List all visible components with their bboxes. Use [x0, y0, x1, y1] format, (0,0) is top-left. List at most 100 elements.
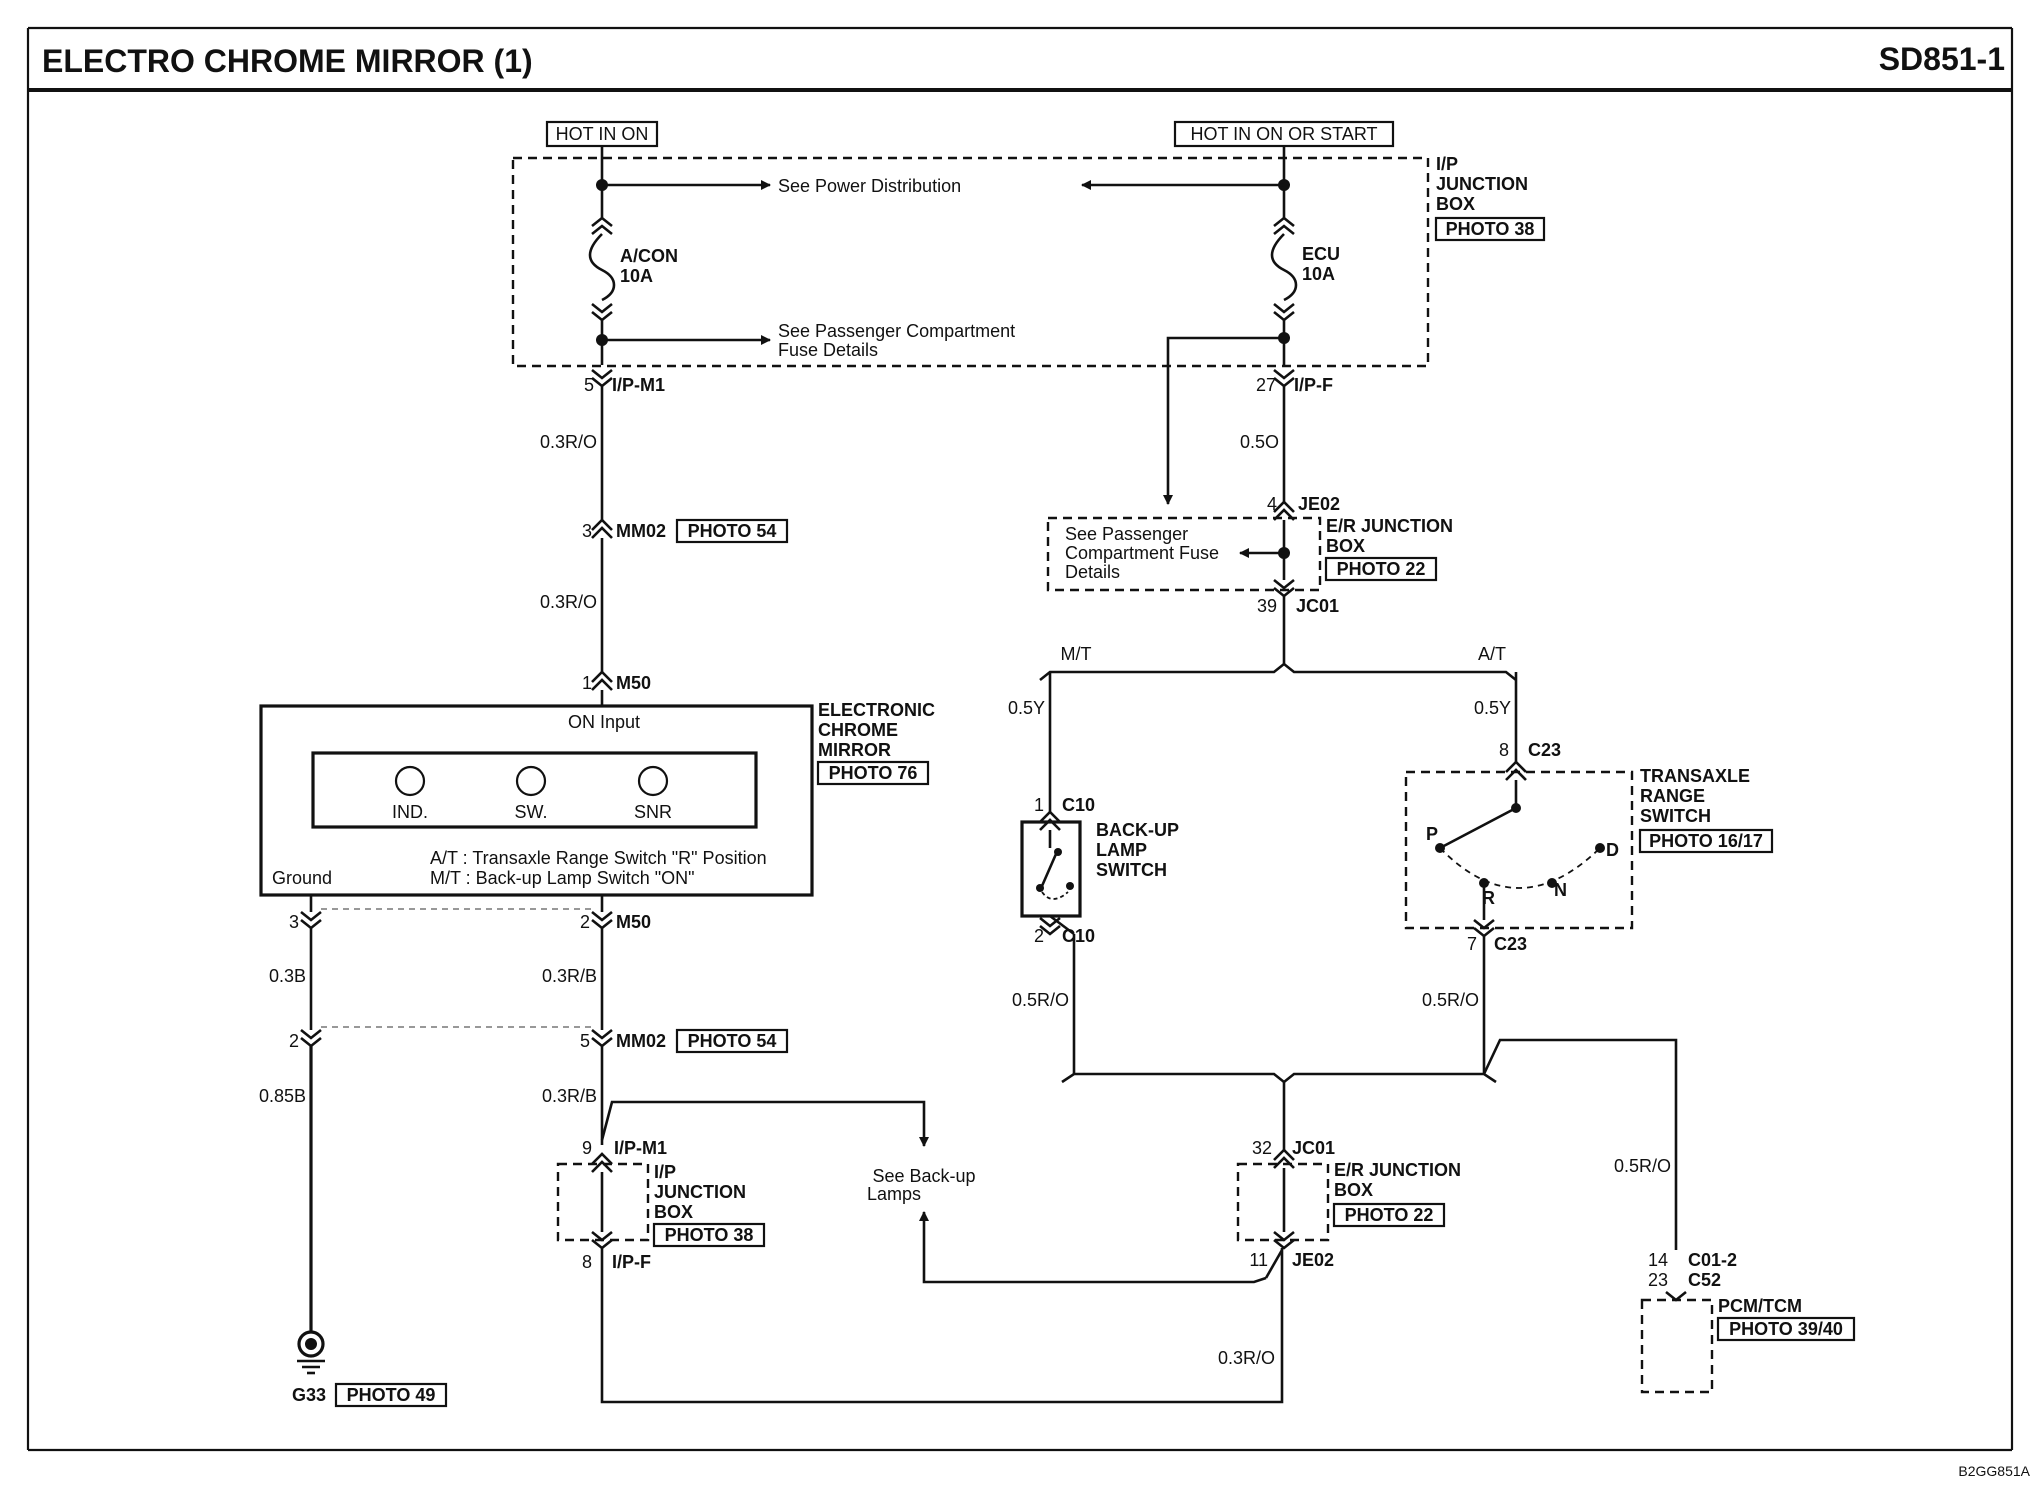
jc01-bottom-connector-name: JC01: [1292, 1138, 1335, 1158]
ipm1-top-connector-name: I/P-M1: [612, 375, 665, 395]
er-jb-top-label-1: E/R JUNCTION: [1326, 516, 1453, 536]
c23-pin7-connector: [1473, 918, 1495, 938]
ecu-fuse-symbol: [1270, 233, 1298, 302]
m50-top-connector: [591, 670, 613, 691]
ipf-bottom-pin: 8: [582, 1252, 592, 1272]
ip-jb-bottom-photo: PHOTO 38: [665, 1225, 754, 1245]
c23-pin8: 8: [1499, 740, 1509, 760]
mt-wire-jog: [1049, 914, 1075, 936]
m50-pin2-connector: [591, 910, 613, 930]
c012-connector-name: C01-2: [1688, 1250, 1737, 1270]
mm02-top-connector: [591, 518, 613, 539]
backup-switch-label-3: SWITCH: [1096, 860, 1167, 880]
er-junction-box-top: 0.5O 4 JE02 See Passenger Compartment Fu…: [1046, 386, 1453, 664]
mm02-pin5-connector: [591, 1028, 613, 1048]
er-jb-top-photo: PHOTO 22: [1337, 559, 1426, 579]
sw-indicator-icon: [515, 765, 547, 797]
mm02-pin5: 5: [580, 1031, 590, 1051]
backup-switch-label-1: BACK-UP: [1096, 820, 1179, 840]
backup-lamps-line2: Lamps: [867, 1184, 921, 1204]
er-jb-top-label-2: BOX: [1326, 536, 1365, 556]
snr-label: SNR: [634, 802, 672, 822]
jc01-top-connector: [1273, 578, 1295, 598]
ecu-branch-down-arrow: [1163, 336, 1284, 505]
wire-label-w5: 0.5Y: [1474, 698, 1511, 718]
ipm1-bottom-connector-name: I/P-M1: [614, 1138, 667, 1158]
wire-label-w1: 0.3R/O: [540, 432, 597, 452]
wire-label-w6: 0.3B: [269, 966, 306, 986]
er-jb-bottom-label-2: BOX: [1334, 1180, 1373, 1200]
ip-junction-box-outline: [511, 156, 1430, 368]
pcm-photo-box: [1716, 1316, 1856, 1342]
mm02-pin2: 2: [289, 1031, 299, 1051]
jc01-bottom-pin: 32: [1252, 1138, 1272, 1158]
acon-connector-top: [591, 216, 613, 236]
sw-label: SW.: [514, 802, 547, 822]
mirror-name-line1: ELECTRONIC: [818, 700, 935, 720]
er-see-line2: Compartment Fuse: [1065, 543, 1219, 563]
transaxle-pos-d: D: [1606, 840, 1619, 860]
power-sources: HOT IN ON HOT IN ON OR START: [545, 120, 1395, 148]
wire-label-w9: 0.3R/B: [542, 1086, 597, 1106]
ecu-connector-bottom: [1273, 302, 1295, 322]
see-power-distribution: See Power Distribution: [778, 176, 961, 196]
mm02-top-photo: PHOTO 54: [688, 521, 777, 541]
je02-top-pin: 4: [1267, 494, 1277, 514]
snr-indicator-icon: [637, 765, 669, 797]
mirror-feed-circuit: 0.3R/O 3 MM02 PHOTO 54 0.3R/O 1 M50: [540, 386, 789, 706]
er-jb-top-photo-box: [1324, 556, 1438, 582]
ground-circuit: 3 0.3B 2 0.85B G33 PHOTO 49: [259, 895, 592, 1408]
ground-photo-box: [334, 1382, 448, 1408]
c52-connector-name: C52: [1688, 1270, 1721, 1290]
transmission-branch: M/T A/T 0.5Y 1 C10 BACK-UP LAMP SWITCH 2…: [1008, 644, 1774, 1250]
ipm1-bottom-connector: [591, 1152, 613, 1173]
transaxle-photo-box: [1638, 828, 1774, 854]
ipf-bottom-connector-name: I/P-F: [612, 1252, 651, 1272]
mirror-photo-box: [816, 760, 930, 786]
ipf-top-connector-name: I/P-F: [1294, 375, 1333, 395]
ip-junction-box-top: I/P JUNCTION BOX PHOTO 38 See Power Dist…: [511, 146, 1546, 505]
mirror-module-outline: [259, 704, 814, 897]
ipf-top-pin: 27: [1256, 375, 1276, 395]
m50-pin2: 2: [580, 912, 590, 932]
c10-pin2: 2: [1034, 926, 1044, 946]
backup-lamps-line1: See Back-up: [872, 1166, 975, 1186]
hot-in-on-label: HOT IN ON: [556, 124, 649, 144]
er-see-line3: Details: [1065, 562, 1120, 582]
mirror-note-at: A/T : Transaxle Range Switch "R" Positio…: [430, 848, 767, 868]
wire-label-w7: 0.3R/B: [542, 966, 597, 986]
ip-jb-bottom-label-3: BOX: [654, 1202, 693, 1222]
ip-jb-label-2: JUNCTION: [1436, 174, 1528, 194]
wire-label-w12: 0.5R/O: [1614, 1156, 1671, 1176]
to-backup-lamps-arrow: [600, 1100, 929, 1147]
er-jb-top-outline: [1046, 516, 1322, 592]
acon-fuse-name: A/CON: [620, 246, 678, 266]
return-wire-to-je02: [600, 1248, 1284, 1404]
mirror-photo: PHOTO 76: [829, 763, 918, 783]
transaxle-switch-outline: [1404, 770, 1634, 930]
backup-switch-arm: [1040, 853, 1058, 887]
je02-branch-wire: [1264, 1249, 1284, 1279]
header: ELECTRO CHROME MIRROR (1) SD851-1 B2GG85…: [26, 26, 2031, 1479]
c10-pin1-connector: [1039, 810, 1061, 831]
diagram-code: B2GG851A: [1958, 1463, 2030, 1479]
ipm1-top-connector: [591, 368, 613, 388]
transaxle-contact-n: [1547, 878, 1557, 888]
ind-label: IND.: [392, 802, 428, 822]
backup-switch-contact-bottom: [1036, 884, 1044, 892]
backup-switch-label-2: LAMP: [1096, 840, 1147, 860]
ip-jb-label-1: I/P: [1436, 154, 1458, 174]
branch-mt-label: M/T: [1061, 644, 1092, 664]
er-see-line1: See Passenger: [1065, 524, 1188, 544]
m50-pin2-connector-name: M50: [616, 912, 651, 932]
c10-pin1-connector-name: C10: [1062, 795, 1095, 815]
c012-pin: 14: [1648, 1250, 1668, 1270]
wire-label-w11: 0.5R/O: [1422, 990, 1479, 1010]
ipm1-top-pin: 5: [584, 375, 594, 395]
page-title: ELECTRO CHROME MIRROR (1): [42, 43, 533, 79]
jc01-bottom-connector: [1273, 1148, 1295, 1169]
wire-label-w3: 0.3R/O: [540, 592, 597, 612]
transaxle-label-1: TRANSAXLE: [1640, 766, 1750, 786]
from-je02-to-backup-lamps-arrow: [919, 1211, 1267, 1284]
transaxle-label-3: SWITCH: [1640, 806, 1711, 826]
